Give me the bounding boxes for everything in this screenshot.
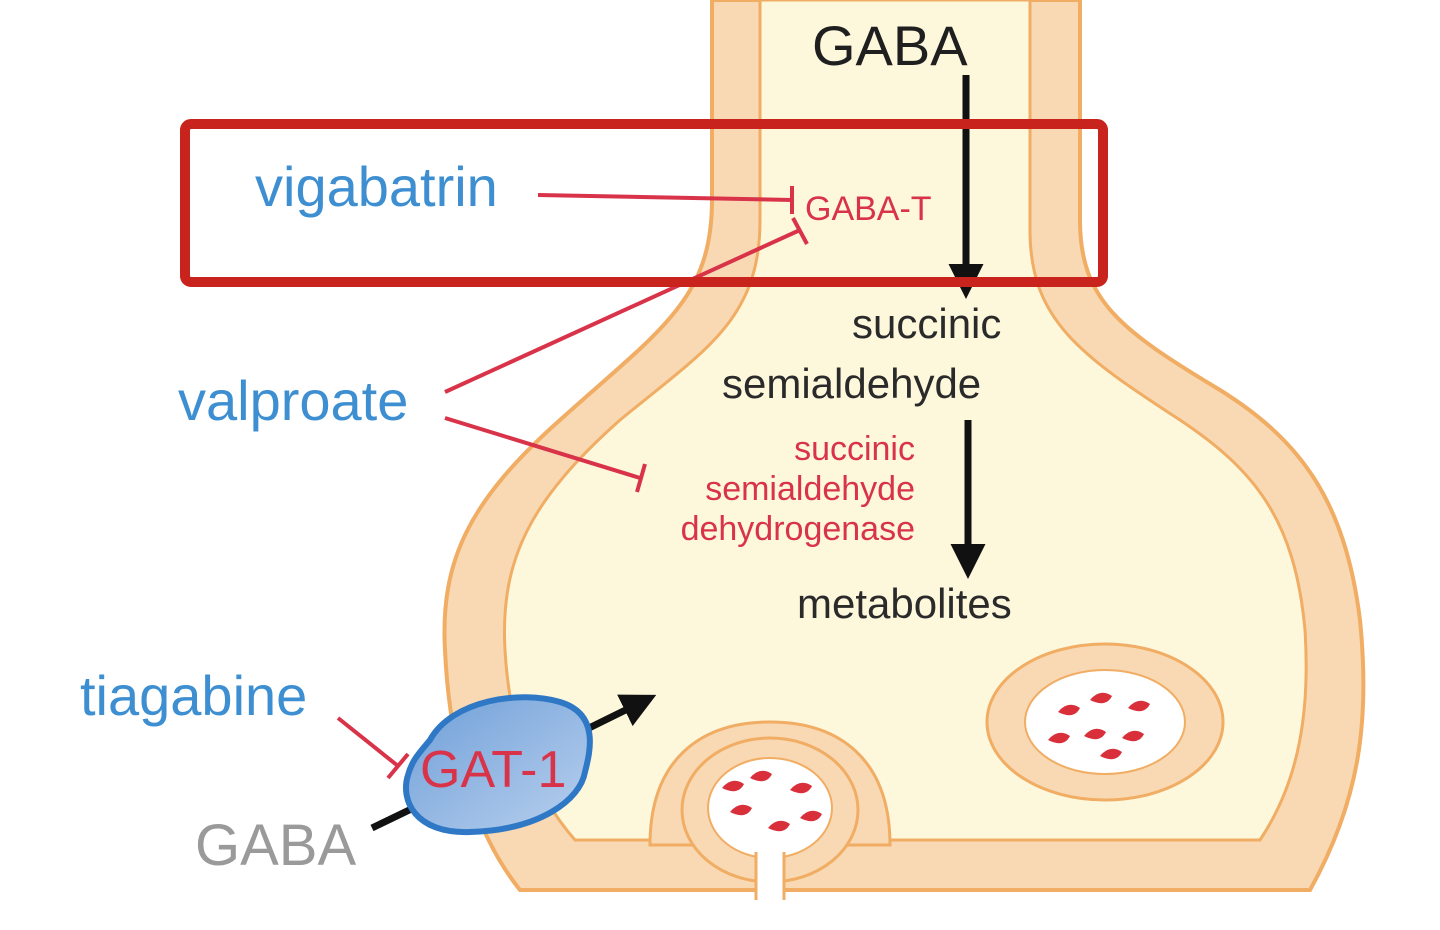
label-gaba-bottom: GABA	[195, 813, 356, 878]
highlight-box	[180, 119, 1108, 287]
tiagabine-inhibition	[336, 716, 410, 780]
label-ssadh-1: succinic	[794, 430, 915, 468]
vigabatrin-inhibition	[537, 186, 794, 214]
storage-vesicle-gaba	[1048, 692, 1150, 760]
label-gat1: GAT-1	[420, 741, 566, 799]
label-ssadh-2: semialdehyde	[705, 470, 915, 508]
gaba-uptake-arrow	[583, 694, 657, 734]
valproate-inhibits-gaba-t	[444, 217, 809, 394]
label-succinic-semialdehyde-1: succinic	[852, 300, 1001, 347]
label-gaba-t: GABA-T	[805, 190, 932, 228]
label-gaba-top: GABA	[812, 14, 968, 77]
storage-vesicle	[985, 642, 1225, 802]
label-metabolites: metabolites	[797, 580, 1012, 627]
label-valproate: valproate	[178, 369, 408, 432]
label-ssadh-3: dehydrogenase	[681, 510, 915, 548]
gat1-transporter	[403, 694, 593, 836]
label-tiagabine: tiagabine	[80, 664, 307, 727]
label-vigabatrin: vigabatrin	[255, 155, 498, 218]
fusing-vesicle-gaba	[722, 770, 822, 832]
valproate-inhibits-ssadh	[444, 416, 647, 493]
terminal-cytoplasm	[502, 0, 1308, 842]
label-succinic-semialdehyde-2: semialdehyde	[722, 360, 981, 407]
